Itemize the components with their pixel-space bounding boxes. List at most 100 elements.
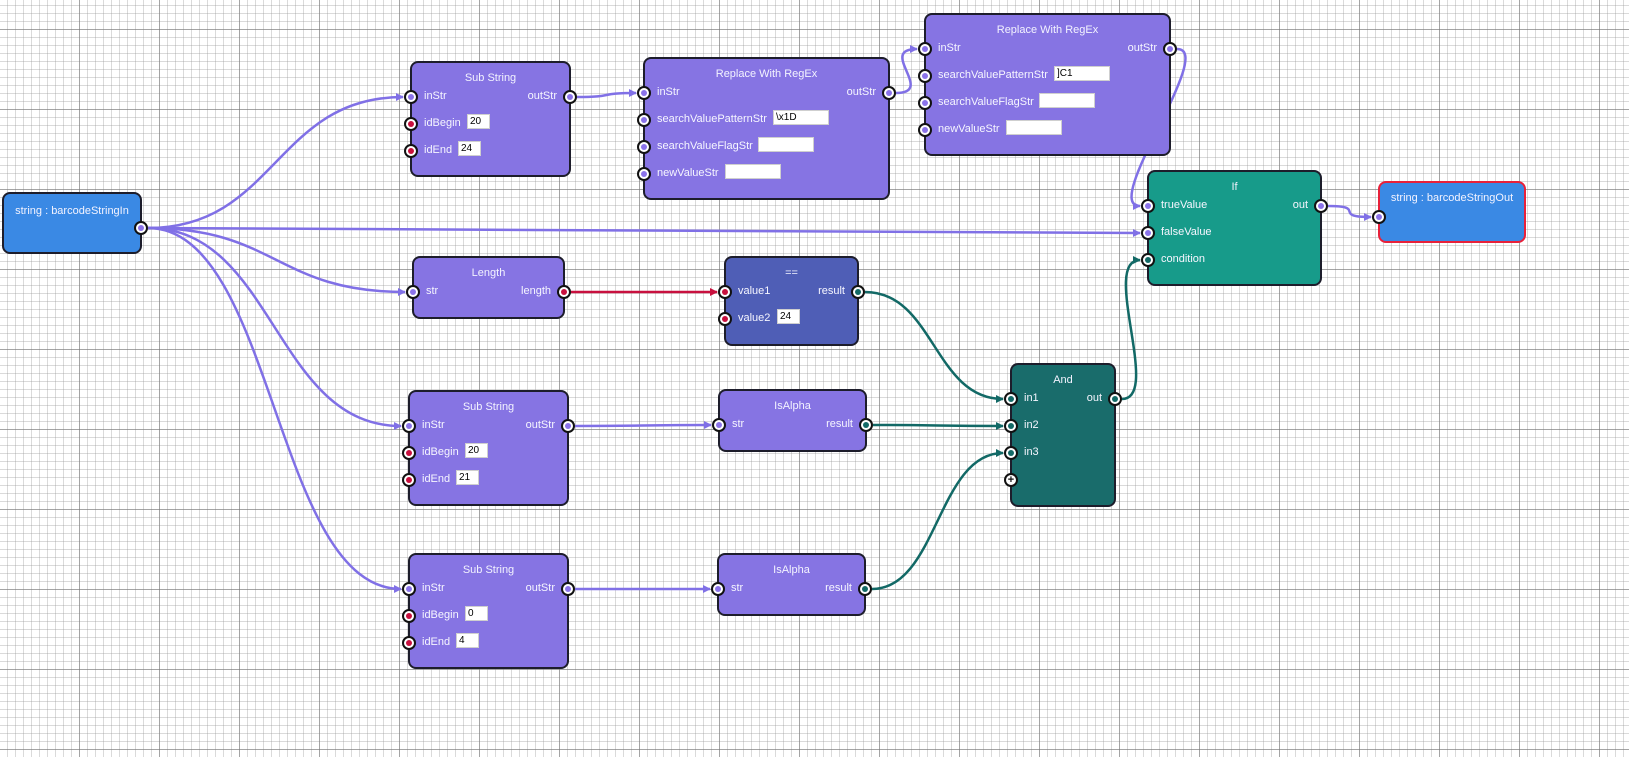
truevalue-input-port[interactable]: [1141, 199, 1155, 213]
flag-input-port[interactable]: [918, 96, 932, 110]
equals-node[interactable]: == value1 result value2: [718, 256, 865, 346]
substring-node-bottom[interactable]: Sub String inStr outStr idBegin idEnd: [402, 553, 575, 669]
outstr-output-port[interactable]: [882, 86, 896, 100]
outstr-label: outStr: [525, 582, 555, 594]
in2-input-port[interactable]: [1004, 419, 1018, 433]
connection-wire-string[interactable]: [147, 226, 406, 296]
node-title: string : barcodeStringOut: [1390, 192, 1514, 204]
idbegin-label: idBegin: [422, 609, 459, 621]
replace-regex-node-2[interactable]: Replace With RegEx inStr outStr searchVa…: [918, 13, 1177, 156]
plus-icon: +: [1007, 474, 1015, 486]
if-node[interactable]: If trueValue out falseValue condition: [1141, 170, 1328, 286]
instr-input-port[interactable]: [918, 42, 932, 56]
instr-input-port[interactable]: [402, 419, 416, 433]
str-input-port[interactable]: [712, 418, 726, 432]
substring-node-top[interactable]: Sub String inStr outStr idBegin idEnd: [404, 61, 577, 177]
instr-label: inStr: [657, 86, 680, 98]
flag-input-port[interactable]: [637, 140, 651, 154]
str-input-port[interactable]: [406, 285, 420, 299]
connection-wire-boolean[interactable]: [1121, 256, 1141, 401]
in1-input-port[interactable]: [1004, 392, 1018, 406]
idend-label: idEnd: [422, 473, 451, 485]
result-label: result: [818, 285, 845, 297]
isalpha-node-middle[interactable]: IsAlpha str result: [712, 389, 873, 452]
pattern-field[interactable]: [773, 110, 829, 125]
instr-input-port[interactable]: [404, 90, 418, 104]
idbegin-field[interactable]: [465, 606, 488, 621]
in2-label: in2: [1024, 419, 1039, 431]
value2-input-port[interactable]: [718, 312, 732, 326]
add-input-button[interactable]: +: [1004, 473, 1018, 487]
idend-field[interactable]: [456, 470, 479, 485]
outstr-label: outStr: [1127, 42, 1157, 54]
in3-input-port[interactable]: [1004, 446, 1018, 460]
out-output-port[interactable]: [1108, 392, 1122, 406]
substring-node-middle[interactable]: Sub String inStr outStr idBegin idEnd: [402, 390, 575, 506]
newvalue-field[interactable]: [1006, 120, 1062, 135]
input-node-barcode-string-in[interactable]: string : barcodeStringIn: [2, 192, 148, 254]
outstr-output-port[interactable]: [1163, 42, 1177, 56]
instr-label: inStr: [424, 90, 447, 102]
falsevalue-input-port[interactable]: [1141, 226, 1155, 240]
idend-input-port[interactable]: [404, 144, 418, 158]
pattern-label: searchValuePatternStr: [657, 113, 767, 125]
input-port[interactable]: [1372, 210, 1386, 224]
outstr-output-port[interactable]: [561, 582, 575, 596]
connection-wire-string[interactable]: [147, 226, 402, 430]
result-output-port[interactable]: [858, 582, 872, 596]
idbegin-input-port[interactable]: [402, 446, 416, 460]
pattern-input-port[interactable]: [637, 113, 651, 127]
output-node-barcode-string-out[interactable]: string : barcodeStringOut: [1372, 181, 1526, 243]
node-title: Sub String: [462, 401, 515, 413]
connection-wire-string[interactable]: [147, 226, 1141, 237]
idend-input-port[interactable]: [402, 636, 416, 650]
flag-field[interactable]: [1039, 93, 1095, 108]
flag-field[interactable]: [758, 137, 814, 152]
idbegin-input-port[interactable]: [404, 117, 418, 131]
node-title: IsAlpha: [774, 400, 811, 412]
out-output-port[interactable]: [1314, 199, 1328, 213]
connection-wire-string[interactable]: [576, 89, 637, 99]
outstr-output-port[interactable]: [561, 419, 575, 433]
connection-wire-string[interactable]: [147, 93, 404, 230]
length-node[interactable]: Length str length: [406, 256, 571, 319]
isalpha-node-bottom[interactable]: IsAlpha str result: [711, 553, 872, 616]
value2-field[interactable]: [777, 309, 800, 324]
and-node[interactable]: And in1 out in2 in3 +: [1004, 363, 1122, 507]
connection-wire-string[interactable]: [895, 45, 918, 95]
length-output-port[interactable]: [557, 285, 571, 299]
connection-wire-string[interactable]: [1327, 204, 1372, 221]
idbegin-field[interactable]: [467, 114, 490, 129]
idend-input-port[interactable]: [402, 473, 416, 487]
str-label: str: [731, 582, 744, 594]
pattern-input-port[interactable]: [918, 69, 932, 83]
connection-wire-boolean[interactable]: [872, 421, 1004, 430]
connection-wire-boolean[interactable]: [864, 290, 1004, 403]
instr-input-port[interactable]: [402, 582, 416, 596]
idend-field[interactable]: [456, 633, 479, 648]
value1-input-port[interactable]: [718, 285, 732, 299]
newvalue-input-port[interactable]: [918, 123, 932, 137]
node-title: Sub String: [464, 72, 517, 84]
value2-label: value2: [738, 312, 771, 324]
str-input-port[interactable]: [711, 582, 725, 596]
connection-wire-string[interactable]: [574, 421, 712, 430]
condition-label: condition: [1161, 253, 1206, 265]
replace-regex-node-1[interactable]: Replace With RegEx inStr outStr searchVa…: [637, 57, 896, 200]
pattern-field[interactable]: [1054, 66, 1110, 81]
output-port[interactable]: [134, 221, 148, 235]
newvalue-field[interactable]: [725, 164, 781, 179]
idbegin-input-port[interactable]: [402, 609, 416, 623]
result-output-port[interactable]: [859, 418, 873, 432]
connection-wire-string[interactable]: [147, 226, 402, 593]
connection-wire-boolean[interactable]: [871, 449, 1004, 591]
result-label: result: [826, 418, 853, 430]
outstr-output-port[interactable]: [563, 90, 577, 104]
instr-input-port[interactable]: [637, 86, 651, 100]
idbegin-field[interactable]: [465, 443, 488, 458]
result-output-port[interactable]: [851, 285, 865, 299]
idend-field[interactable]: [458, 141, 481, 156]
condition-input-port[interactable]: [1141, 253, 1155, 267]
newvalue-input-port[interactable]: [637, 167, 651, 181]
